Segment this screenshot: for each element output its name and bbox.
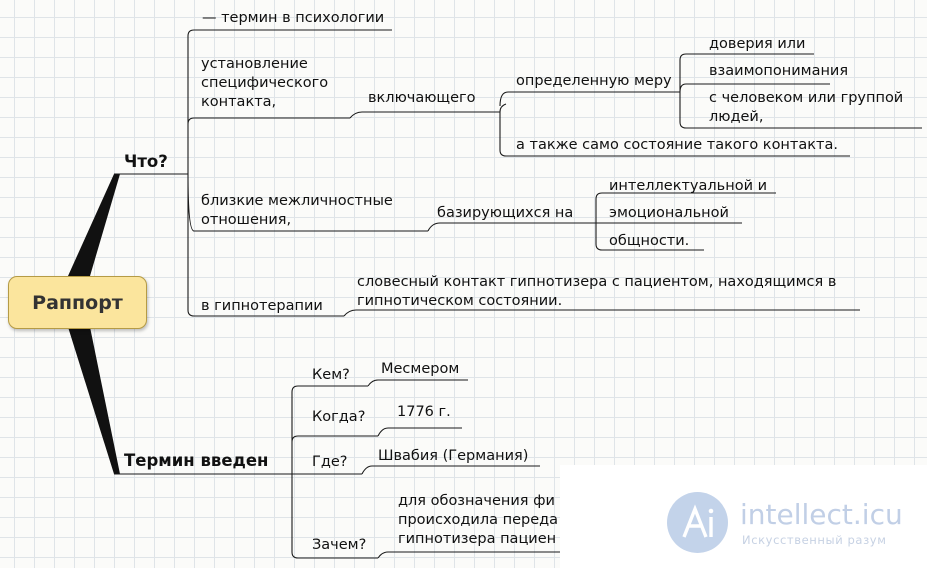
node-measure[interactable]: определенную меру xyxy=(516,73,672,89)
node-term[interactable]: — термин в психологии xyxy=(202,10,385,26)
node-verbal-1[interactable]: словесный контакт гипнотизера с пациенто… xyxy=(357,274,837,290)
based-bracket xyxy=(595,192,603,251)
where-connector xyxy=(361,465,540,475)
node-based[interactable]: базирующихся на xyxy=(437,205,574,221)
including-to-measure xyxy=(499,91,680,107)
ai-letters-icon xyxy=(681,503,713,538)
node-close-1[interactable]: близкие межличностные xyxy=(201,193,393,209)
node-understanding[interactable]: взаимопонимания xyxy=(709,63,849,79)
hypno-to-verbal xyxy=(343,309,860,317)
watermark-subtitle: Искусственный разум xyxy=(742,533,887,547)
node-why-a-1[interactable]: для обозначения фи xyxy=(398,493,555,509)
node-trust[interactable]: доверия или xyxy=(709,36,806,52)
branch-introduced[interactable]: Термин введен xyxy=(124,451,269,470)
node-where-q[interactable]: Где? xyxy=(312,454,348,470)
root-connector-introduced xyxy=(68,327,120,474)
node-verbal-2[interactable]: гипнотическом состоянии. xyxy=(357,293,563,309)
node-where-a[interactable]: Швабия (Германия) xyxy=(378,448,529,464)
node-why-a-3[interactable]: гипнотизера пациен xyxy=(398,531,557,547)
node-why-a-2[interactable]: происходила переда xyxy=(398,512,559,528)
node-state[interactable]: а также само состояние такого контакта. xyxy=(516,137,838,153)
root-connector-what xyxy=(68,174,120,276)
node-hypno[interactable]: в гипнотерапии xyxy=(201,298,323,314)
node-when-a[interactable]: 1776 г. xyxy=(397,404,451,420)
watermark-area xyxy=(560,465,927,568)
node-emotional[interactable]: эмоциональной xyxy=(609,205,729,221)
node-establish-2[interactable]: специфического xyxy=(201,75,329,91)
node-who-a[interactable]: Месмером xyxy=(381,361,460,377)
node-person-2[interactable]: людей, xyxy=(709,109,764,125)
node-who-q[interactable]: Кем? xyxy=(312,367,350,383)
when-connector xyxy=(377,427,462,437)
what-bracket xyxy=(187,29,195,317)
why-connector xyxy=(377,551,560,559)
branch-what[interactable]: Что? xyxy=(124,152,168,171)
node-when-q[interactable]: Когда? xyxy=(312,409,366,425)
watermark-logo-icon xyxy=(667,492,728,553)
node-person-1[interactable]: с человеком или группой xyxy=(709,90,904,106)
introduced-bracket xyxy=(291,385,299,559)
including-bracket xyxy=(499,103,507,157)
node-including[interactable]: включающего xyxy=(368,90,476,106)
node-establish-1[interactable]: установление xyxy=(201,56,308,72)
node-establish-3[interactable]: контакта, xyxy=(201,94,277,110)
node-intellectual[interactable]: интеллектуальной и xyxy=(609,178,768,194)
node-close-2[interactable]: отношения, xyxy=(201,212,292,228)
node-community[interactable]: общности. xyxy=(609,233,690,249)
measure-bracket xyxy=(679,53,687,129)
establish-to-including xyxy=(349,111,500,119)
root-node[interactable]: Раппорт xyxy=(8,276,147,329)
node-why-q[interactable]: Зачем? xyxy=(312,537,367,553)
who-connector xyxy=(367,379,468,387)
watermark-name: intellect.icu xyxy=(740,498,903,531)
close-to-based xyxy=(427,222,596,232)
